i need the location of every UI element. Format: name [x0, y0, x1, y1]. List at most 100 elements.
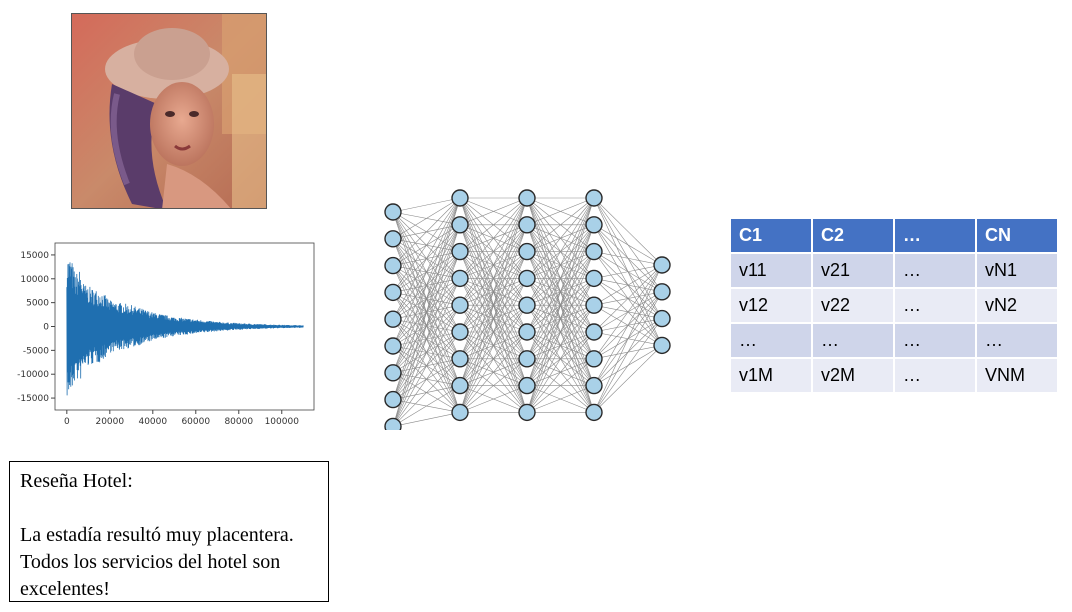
- review-line: excelentes!: [20, 578, 110, 600]
- network-edge: [392, 197, 461, 373]
- network-edge: [392, 278, 461, 427]
- network-node: [451, 242, 469, 261]
- network-edge: [392, 224, 461, 427]
- network-edge: [459, 197, 528, 413]
- network-edge: [459, 197, 528, 306]
- network-node: [384, 283, 402, 302]
- network-node: [518, 403, 536, 422]
- network-edge: [526, 197, 595, 252]
- network-node: [518, 296, 536, 314]
- network-edge: [593, 345, 663, 413]
- network-edge: [459, 197, 528, 386]
- network-node: [451, 350, 469, 368]
- network-edge: [392, 251, 461, 427]
- table-cell: v12: [731, 289, 811, 322]
- network-edge: [459, 224, 528, 413]
- network-edge: [593, 318, 663, 413]
- network-node: [585, 350, 603, 368]
- table-cell: …: [895, 289, 975, 322]
- y-tick-label: 5000: [26, 299, 49, 309]
- network-node: [451, 376, 469, 395]
- network-node: [518, 323, 536, 341]
- data-table: C1 C2 … CN v11 v21 … vN1 v12 v22 … vN2 ……: [729, 217, 1059, 394]
- network-edge: [526, 197, 595, 413]
- x-tick-label: 0: [64, 417, 70, 427]
- network-edge: [459, 251, 528, 413]
- table-row: v11 v21 … vN1: [731, 254, 1057, 287]
- network-node: [384, 364, 402, 382]
- network-node: [451, 296, 469, 314]
- network-node: [653, 309, 671, 328]
- network-edge: [459, 278, 528, 413]
- network-edge: [526, 331, 595, 413]
- network-edge: [459, 358, 528, 413]
- network-edge: [526, 305, 595, 413]
- network-edge: [593, 251, 663, 266]
- network-edges: [392, 197, 663, 427]
- review-text-box: Reseña Hotel: La estadía resultó muy pla…: [9, 461, 329, 602]
- network-node: [451, 269, 469, 288]
- y-tick-label: 15000: [20, 251, 49, 261]
- network-node: [518, 242, 536, 261]
- network-edge: [459, 197, 528, 333]
- x-tick-label: 20000: [95, 417, 124, 427]
- network-edge: [392, 412, 461, 427]
- network-edge: [392, 197, 461, 293]
- y-tick-label: 10000: [20, 275, 49, 285]
- portrait-photo: [71, 13, 267, 209]
- network-edge: [526, 197, 595, 359]
- table-header-cell: C2: [813, 219, 893, 252]
- network-node: [384, 230, 402, 248]
- network-edge: [392, 197, 461, 320]
- network-edge: [526, 197, 595, 333]
- network-edge: [392, 197, 461, 266]
- network-edge: [392, 197, 461, 427]
- network-node: [653, 336, 671, 355]
- network-node: [585, 296, 603, 314]
- y-tick-label: -10000: [17, 370, 49, 380]
- network-edge: [392, 197, 461, 347]
- waveform-series: [66, 262, 304, 396]
- network-edge: [459, 385, 528, 413]
- network-edge: [526, 224, 595, 413]
- network-node: [451, 189, 469, 207]
- network-edge: [459, 197, 528, 359]
- x-tick-label: 60000: [181, 417, 210, 427]
- review-line: Todos los servicios del hotel son: [20, 551, 281, 573]
- table-cell: …: [813, 324, 893, 357]
- table-header-cell: CN: [977, 219, 1057, 252]
- table-cell: v1M: [731, 359, 811, 392]
- network-node: [653, 256, 671, 274]
- network-edge: [593, 264, 663, 359]
- network-edge: [526, 278, 595, 413]
- table-header-cell: C1: [731, 219, 811, 252]
- network-edge: [593, 264, 663, 386]
- network-edge: [593, 264, 663, 279]
- network-node: [518, 189, 536, 207]
- network-edge: [593, 224, 663, 266]
- network-node: [653, 283, 671, 301]
- table-cell: …: [895, 254, 975, 287]
- network-node: [384, 417, 402, 430]
- table-cell: …: [895, 324, 975, 357]
- network-edge: [593, 264, 663, 333]
- table-cell: vN1: [977, 254, 1057, 287]
- x-tick-label: 80000: [224, 417, 253, 427]
- table-header-row: C1 C2 … CN: [731, 219, 1057, 252]
- network-node: [451, 323, 469, 341]
- neural-network-diagram: [384, 189, 671, 430]
- x-tick-label: 40000: [138, 417, 167, 427]
- network-node: [451, 216, 469, 234]
- network-edge: [459, 197, 528, 279]
- table-cell: v2M: [813, 359, 893, 392]
- network-node: [585, 376, 603, 395]
- network-edge: [593, 264, 663, 413]
- network-edge: [392, 331, 461, 427]
- network-edge: [526, 197, 595, 226]
- network-node: [585, 323, 603, 341]
- network-edge: [392, 197, 461, 213]
- table-cell: …: [977, 324, 1057, 357]
- network-node: [384, 390, 402, 409]
- network-edge: [526, 197, 595, 306]
